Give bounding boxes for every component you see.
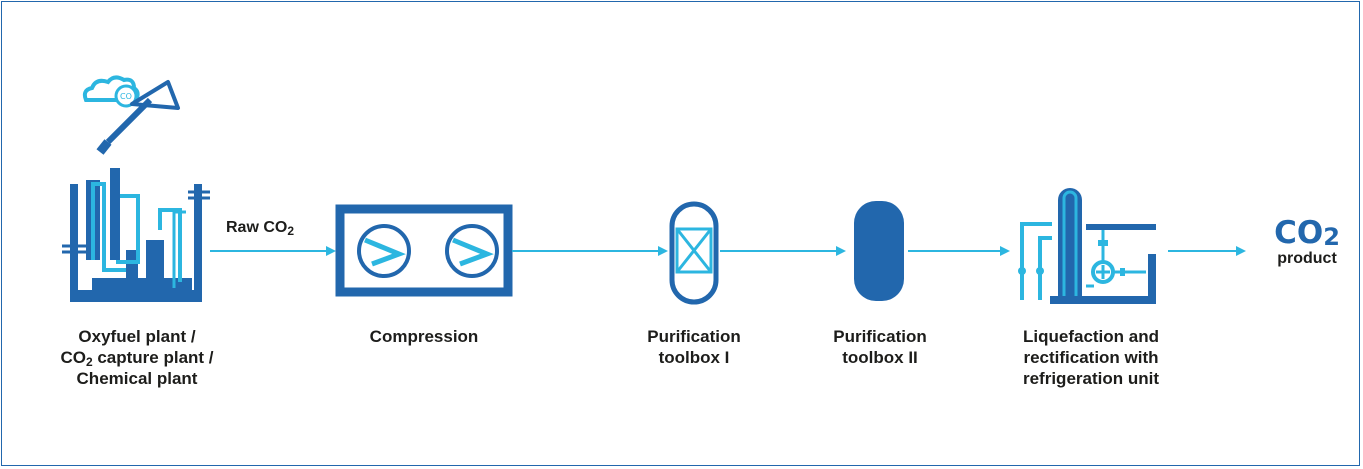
co2-subscript: 2 bbox=[85, 355, 93, 369]
purification-2-line-1: Purification bbox=[833, 327, 927, 346]
raw-co2-label: Raw CO2 bbox=[226, 219, 294, 237]
liquefaction-line-1: Liquefaction and bbox=[1023, 327, 1159, 346]
liquefaction-line-2: rectification with bbox=[1023, 348, 1159, 367]
plant-icon bbox=[62, 168, 210, 302]
flow-arrow-5 bbox=[1168, 246, 1246, 256]
raw-co2-text: Raw CO bbox=[226, 219, 288, 236]
purification-2-label: Purification toolbox II bbox=[820, 326, 940, 368]
liquefaction-label: Liquefaction and rectification with refr… bbox=[1006, 326, 1176, 389]
liquefaction-column-icon bbox=[1018, 188, 1156, 304]
flow-arrow-raw bbox=[210, 246, 336, 256]
svg-text:CO: CO bbox=[120, 92, 132, 101]
purification-2-line-2: toolbox II bbox=[842, 348, 918, 367]
flow-arrow-4 bbox=[908, 246, 1010, 256]
capture-plant-text: capture plant / bbox=[92, 348, 214, 367]
co2-product: CO2 product bbox=[1262, 218, 1352, 268]
oxyfuel-line-1: Oxyfuel plant / bbox=[78, 327, 196, 346]
co2-formula-subscript: 2 bbox=[1323, 223, 1340, 251]
co2-formula-text: CO bbox=[1274, 215, 1324, 251]
liquefaction-line-3: refrigeration unit bbox=[1022, 369, 1159, 388]
co2-cloud-icon: CO bbox=[82, 75, 140, 108]
compressor-icon bbox=[335, 204, 513, 297]
compression-label: Compression bbox=[352, 326, 496, 347]
product-label: product bbox=[1277, 250, 1337, 267]
purification-1-label: Purification toolbox I bbox=[634, 326, 754, 368]
oxyfuel-line-2: CO2 capture plant / bbox=[50, 347, 224, 368]
oxyfuel-plant-label: Oxyfuel plant / CO2 capture plant / Chem… bbox=[50, 326, 224, 389]
purifier-icon bbox=[669, 201, 719, 305]
purification-1-line-2: toolbox I bbox=[658, 348, 730, 367]
co2-product-formula: CO2 bbox=[1262, 215, 1352, 251]
net-icon bbox=[96, 80, 180, 155]
compression-line-1: Compression bbox=[369, 327, 479, 346]
flow-arrow-2 bbox=[512, 246, 668, 256]
flow-arrow-3 bbox=[720, 246, 846, 256]
oxyfuel-line-3: Chemical plant bbox=[76, 369, 198, 388]
purification-1-line-1: Purification bbox=[647, 327, 741, 346]
co2-text: CO bbox=[60, 348, 86, 367]
vessel-icon bbox=[854, 201, 904, 301]
raw-co2-subscript: 2 bbox=[287, 224, 295, 238]
